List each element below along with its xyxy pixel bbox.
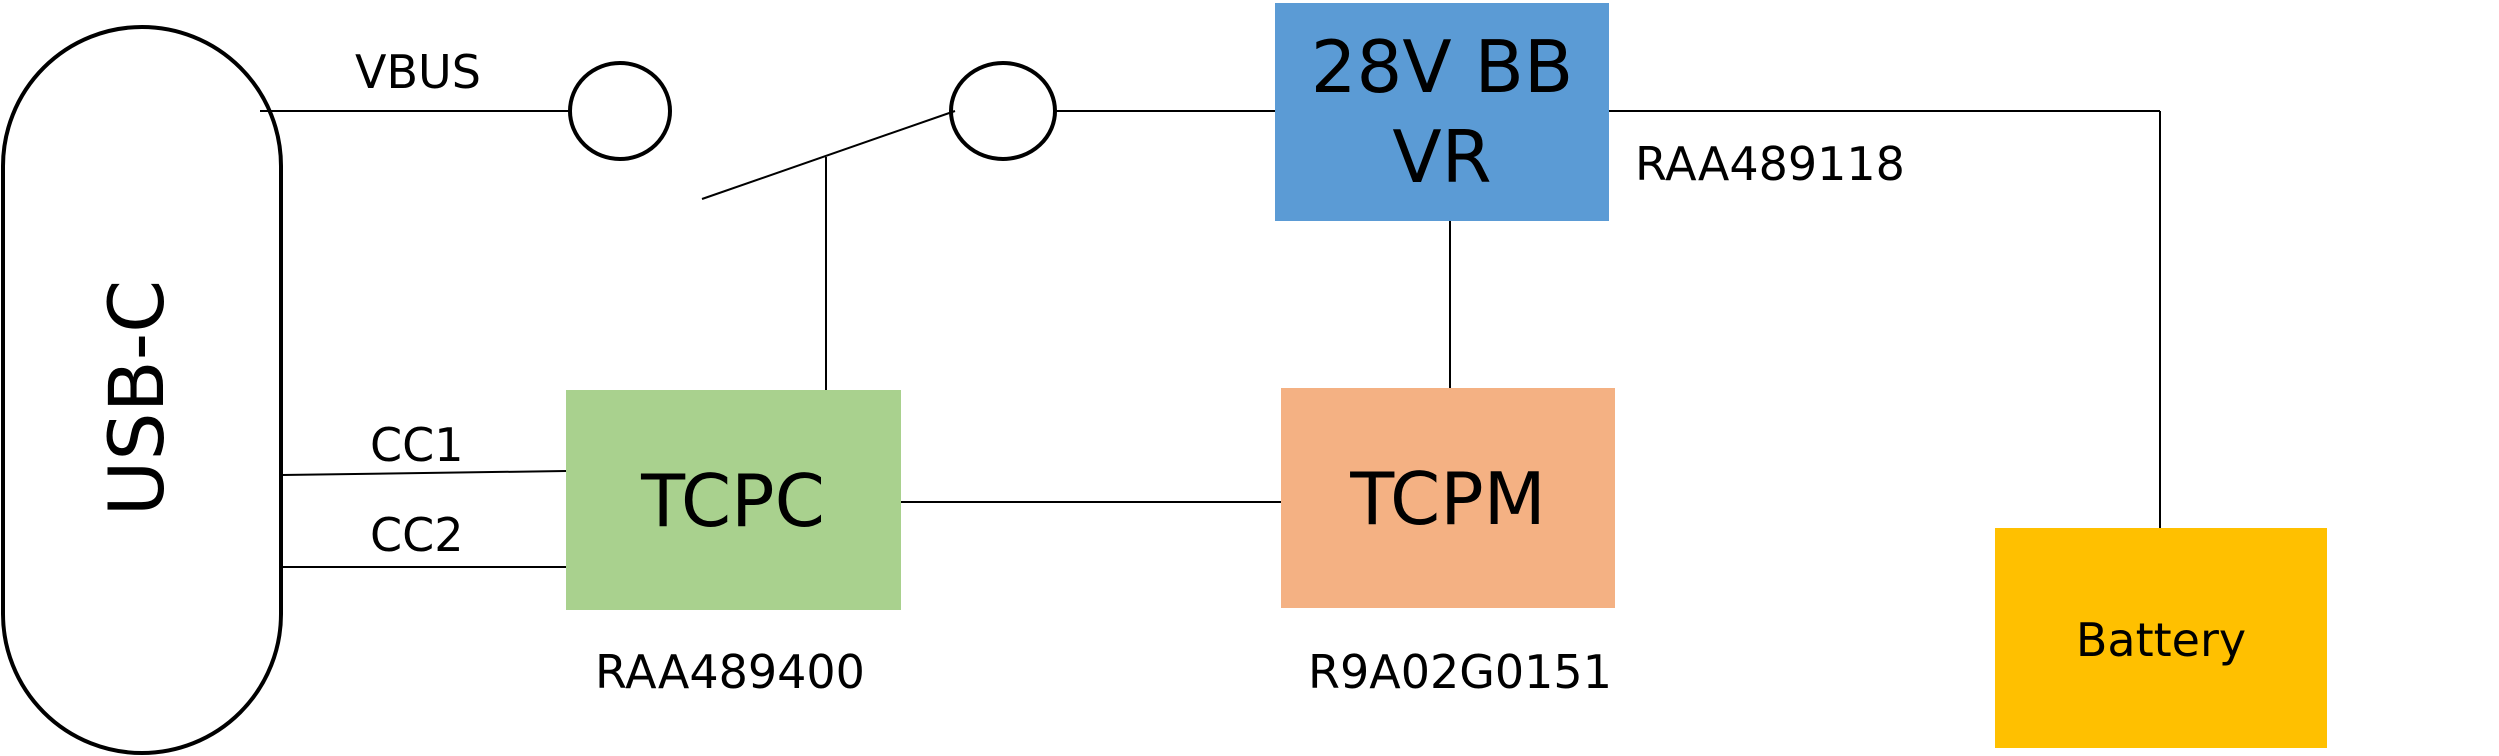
switch-contact-right (949, 61, 1057, 161)
tcpc-part-number: RAA489400 (595, 645, 865, 699)
cc1-wire (281, 470, 567, 476)
battery-label: Battery (2076, 613, 2246, 667)
vr-label-line2: VR (1392, 115, 1491, 199)
tcpm-block (1281, 388, 1615, 608)
usb-c-connector (1, 25, 283, 755)
switch-blade (701, 110, 956, 200)
battery-block (1995, 528, 2327, 748)
vr-block (1275, 3, 1609, 221)
tcpc-block (566, 390, 901, 610)
tcpc-label: TCPC (640, 459, 825, 543)
vr-part-number: RAA489118 (1635, 137, 1905, 191)
tcpm-part-number: R9A02G0151 (1308, 645, 1612, 699)
vr-label-line1: 28V BB (1311, 25, 1574, 109)
cc1-label: CC1 (370, 418, 464, 472)
vbus-label: VBUS (355, 45, 481, 99)
switch-contact-left (568, 61, 672, 161)
tcpm-label: TCPM (1349, 457, 1546, 541)
cc2-label: CC2 (370, 508, 464, 562)
usb-c-label: USB-C (92, 280, 181, 517)
